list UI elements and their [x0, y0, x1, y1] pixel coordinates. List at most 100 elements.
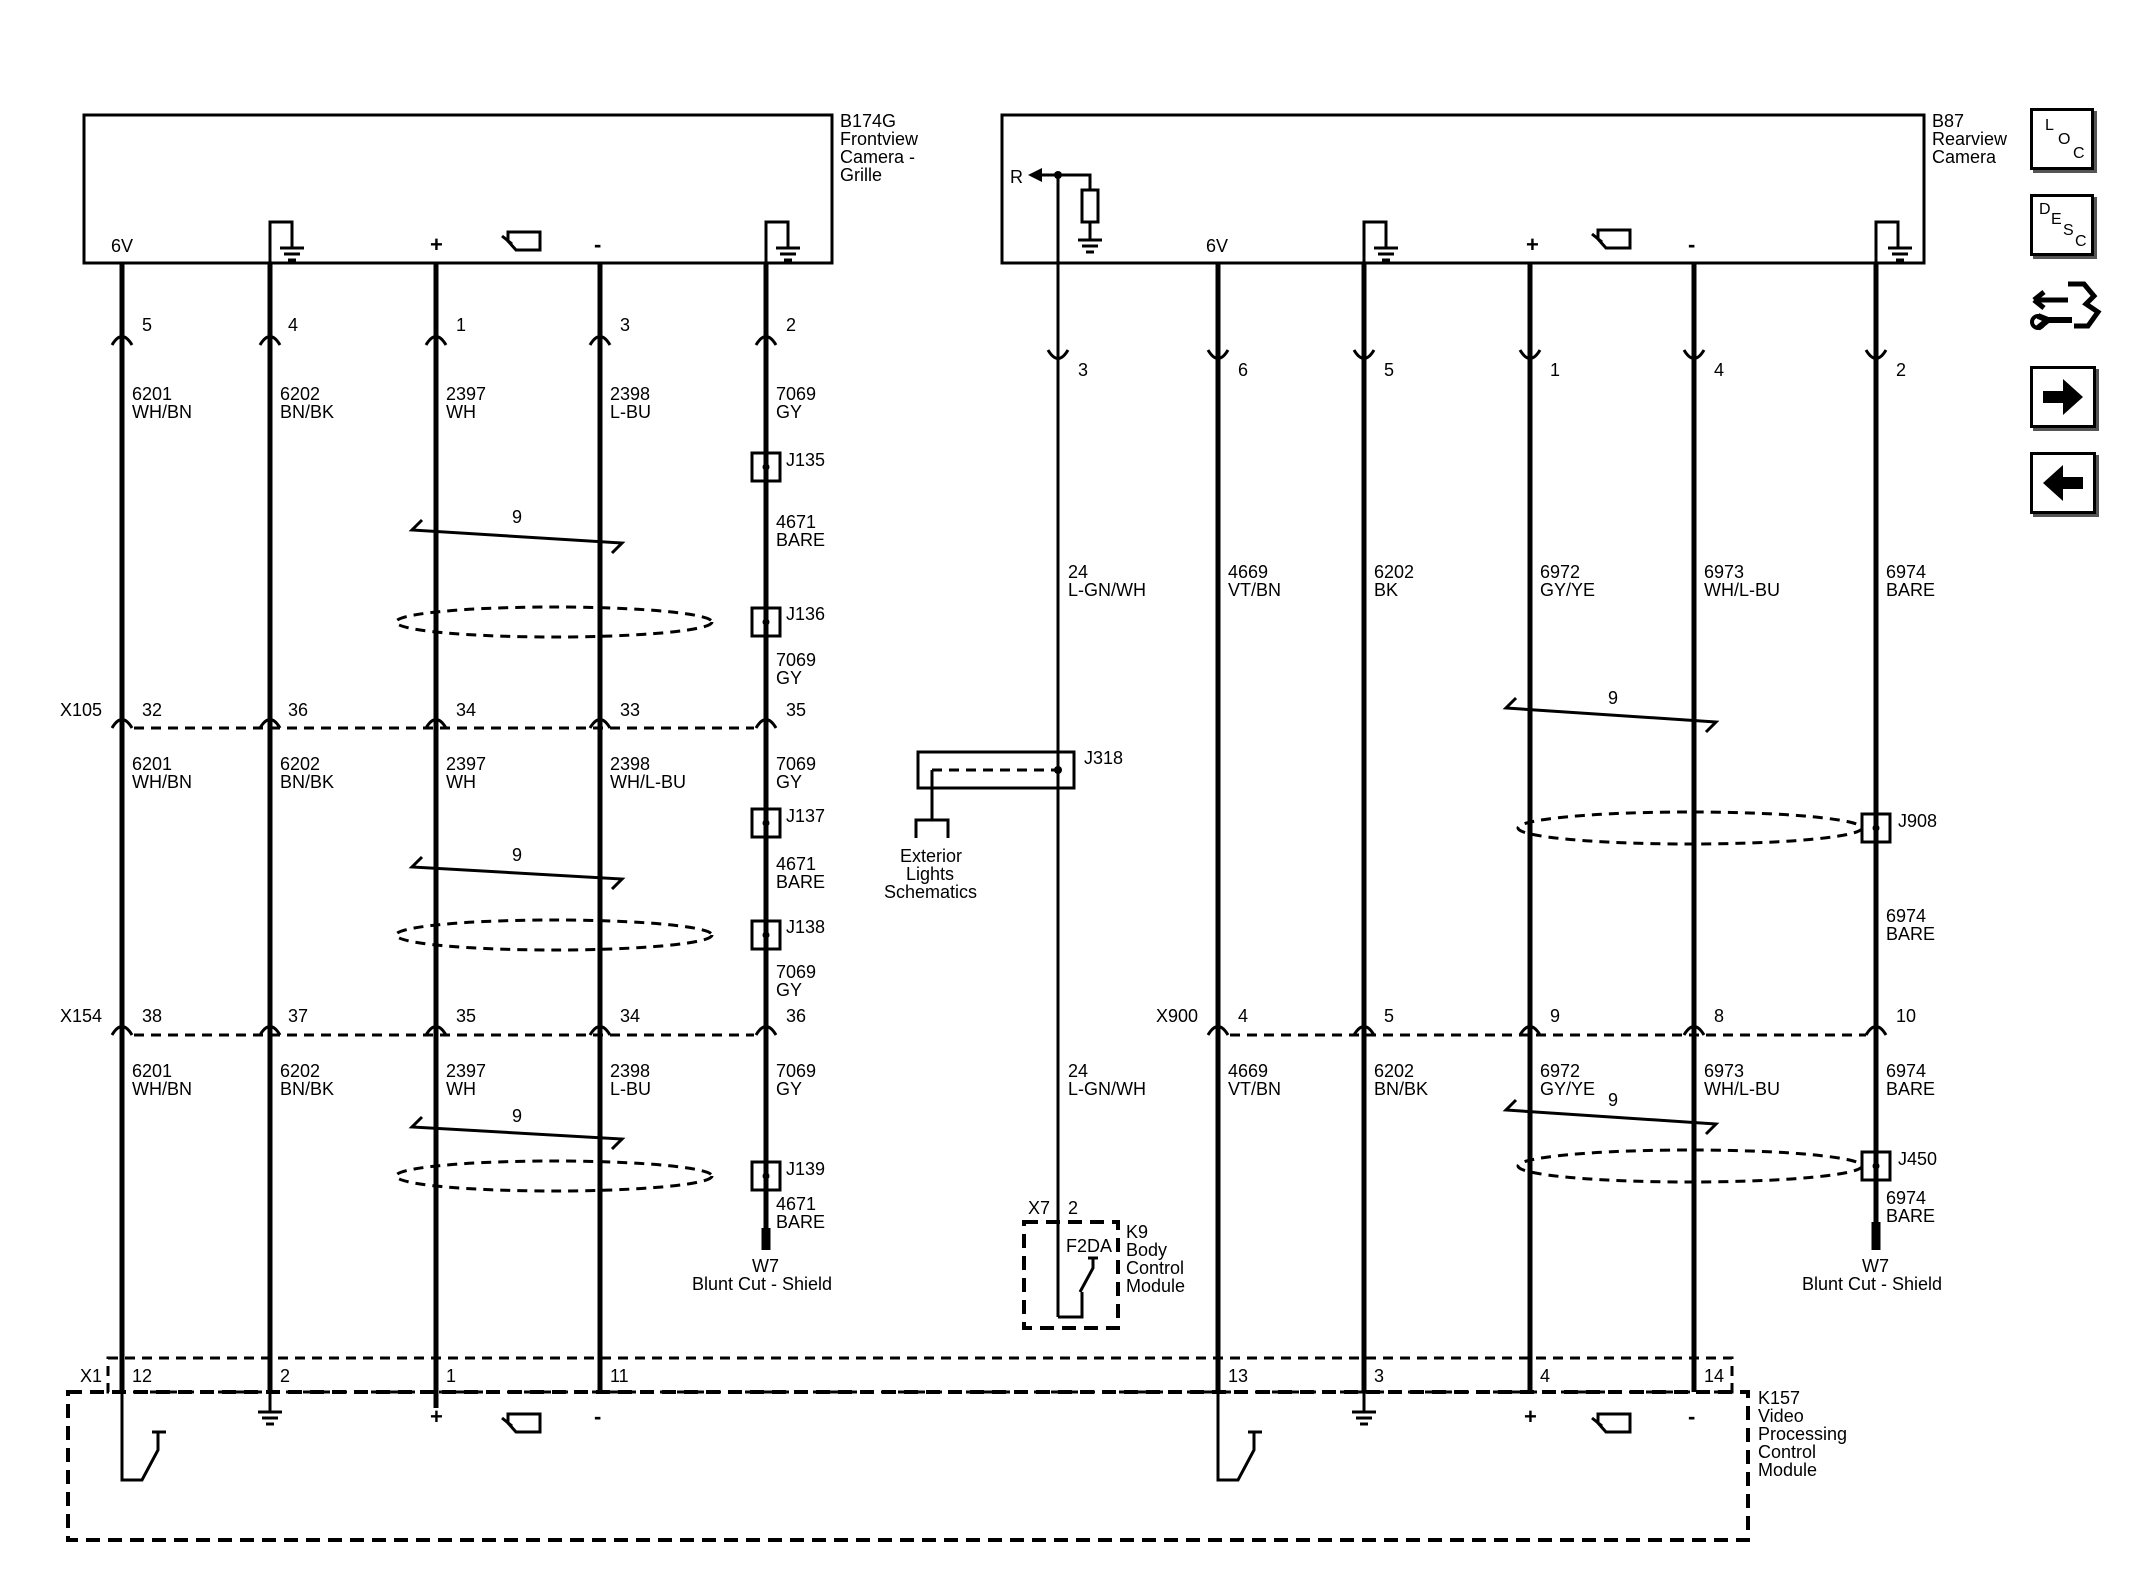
- desc-letter-e: E: [2051, 211, 2062, 228]
- rear-minus-symbol: -: [1688, 232, 1695, 257]
- splice-label: J136: [786, 604, 825, 624]
- wire-color: BARE: [776, 1212, 825, 1232]
- fc-pin-4: 2: [786, 315, 796, 335]
- wire-color: BARE: [1886, 1206, 1935, 1226]
- rear-top-pin-arcs: [1046, 349, 1888, 360]
- wire-label: 6201: [132, 384, 172, 404]
- shield-ellipse: [394, 605, 714, 639]
- wire-label: 6974: [1886, 1061, 1926, 1081]
- vpcm-ground-symbol-2: [1352, 1392, 1376, 1426]
- front-ground-symbol-1: [268, 220, 304, 263]
- wire-label: 4671: [776, 1194, 816, 1214]
- front-minus-symbol: -: [594, 232, 601, 257]
- vpcm-name-1: Video: [1758, 1406, 1804, 1426]
- wire-color: VT/BN: [1228, 580, 1281, 600]
- twisted-pair-symbol: [1502, 1098, 1720, 1136]
- front-camera-box[interactable]: [82, 113, 834, 265]
- splice-j137[interactable]: [750, 807, 782, 839]
- splice-j138[interactable]: [750, 919, 782, 951]
- pin-label: 37: [288, 1006, 308, 1026]
- connector-x7-label[interactable]: X7: [1028, 1198, 1050, 1218]
- pin-label: 6: [1238, 360, 1248, 380]
- rear-camera-box[interactable]: [1000, 113, 1926, 265]
- pin-label: 32: [142, 700, 162, 720]
- pin-label: 34: [620, 1006, 640, 1026]
- front-plus-symbol: +: [430, 232, 443, 257]
- twisted-pair-symbol: [408, 1115, 626, 1151]
- twist-label: 9: [1608, 688, 1618, 708]
- splice-j135[interactable]: [750, 451, 782, 483]
- front-camera-name-1: Frontview: [840, 129, 919, 149]
- wire-label: 4669: [1228, 1061, 1268, 1081]
- splice-j136[interactable]: [750, 606, 782, 638]
- location-button[interactable]: L O C: [2030, 108, 2094, 170]
- front-camera-name-3: Grille: [840, 165, 882, 185]
- wire-color: BARE: [1886, 580, 1935, 600]
- pin-label: 8: [1714, 1006, 1724, 1026]
- wire-label: 24: [1068, 1061, 1088, 1081]
- twist-label: 9: [512, 507, 522, 527]
- wire-label: 6974: [1886, 1188, 1926, 1208]
- splice-j450[interactable]: [1860, 1150, 1892, 1182]
- shield-id: W7: [752, 1256, 779, 1276]
- rear-camera-name-1: Rearview: [1932, 129, 2008, 149]
- vpcm-box[interactable]: [66, 1390, 1750, 1542]
- wire-color: L-BU: [610, 1079, 651, 1099]
- pin-label: 2: [280, 1366, 290, 1386]
- twisted-pair-symbol: [408, 518, 626, 555]
- pin-label: 36: [786, 1006, 806, 1026]
- exterior-lights-link[interactable]: Exterior: [900, 846, 962, 866]
- wire-label: 2397: [446, 1061, 486, 1081]
- description-button[interactable]: D E S C: [2030, 194, 2094, 256]
- previous-page-button[interactable]: [2030, 452, 2096, 514]
- pin-label: 36: [288, 700, 308, 720]
- splice-j908[interactable]: [1860, 812, 1892, 844]
- splice-j318[interactable]: [916, 750, 1076, 790]
- arrow-left-icon: [2043, 465, 2083, 501]
- wire-label: 6972: [1540, 562, 1580, 582]
- wire-label: 7069: [776, 384, 816, 404]
- connector-x154-label[interactable]: X154: [60, 1006, 102, 1026]
- pin-label: 4: [1540, 1366, 1550, 1386]
- pin-label: 34: [456, 700, 476, 720]
- twisted-pair-symbol: [408, 855, 626, 891]
- connector-x105-label[interactable]: X105: [60, 700, 102, 720]
- pin-label: 5: [1384, 360, 1394, 380]
- bcm-box[interactable]: [1022, 1220, 1120, 1330]
- wire-color: WH: [446, 402, 476, 422]
- rear-camera-name-2: Camera: [1932, 147, 1997, 167]
- wire-label: 4671: [776, 512, 816, 532]
- vpcm-name-3: Control: [1758, 1442, 1816, 1462]
- arrow-right-icon: [2043, 379, 2083, 415]
- pin-label: 35: [786, 700, 806, 720]
- pullup-resistor-circuit: [1028, 168, 1102, 254]
- wire-label: 7069: [776, 754, 816, 774]
- pin-label: 1: [446, 1366, 456, 1386]
- shield-ellipse: [394, 918, 714, 952]
- front-camera-id: B174G: [840, 111, 896, 131]
- wire-color: BK: [1374, 580, 1398, 600]
- wire-color: BN/BK: [280, 402, 334, 422]
- wire-color: GY/YE: [1540, 1079, 1595, 1099]
- exterior-lights-link[interactable]: Lights: [906, 864, 954, 884]
- loc-letter-l: L: [2045, 117, 2054, 134]
- exterior-lights-link[interactable]: Schematics: [884, 882, 977, 902]
- loc-letter-c: C: [2073, 145, 2085, 162]
- bcm-name-3: Module: [1126, 1276, 1185, 1296]
- wire-label: 2398: [610, 384, 650, 404]
- splice-label: J318: [1084, 748, 1123, 768]
- shield-text: Blunt Cut - Shield: [1802, 1274, 1942, 1294]
- front-6v-label: 6V: [111, 236, 133, 256]
- video-signal-icon: [501, 1412, 542, 1434]
- connector-x900-label[interactable]: X900: [1156, 1006, 1198, 1026]
- vpcm-minus-symbol: -: [594, 1404, 601, 1429]
- wire-label: 6202: [280, 754, 320, 774]
- shield-id: W7: [1862, 1256, 1889, 1276]
- splice-j139[interactable]: [750, 1160, 782, 1192]
- connector-wrench-icon[interactable]: [2028, 276, 2102, 346]
- next-page-button[interactable]: [2030, 366, 2096, 428]
- wire-color: GY/YE: [1540, 580, 1595, 600]
- pin-label: 3: [1374, 1366, 1384, 1386]
- connector-x1-label[interactable]: X1: [80, 1366, 102, 1386]
